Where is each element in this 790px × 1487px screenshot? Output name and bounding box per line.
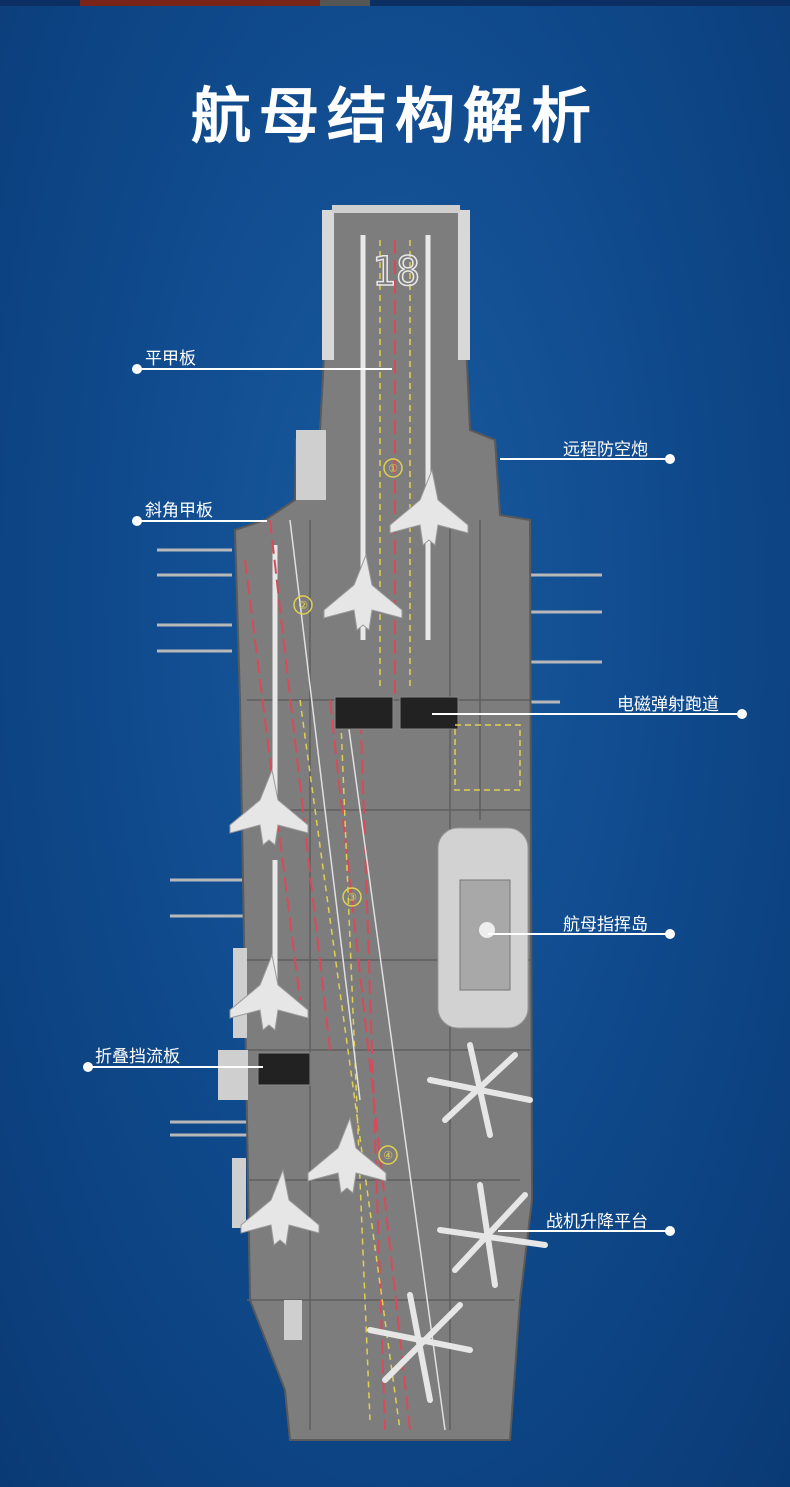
callout-line: [137, 520, 267, 522]
callout-dot: [132, 364, 142, 374]
callout-dot: [132, 516, 142, 526]
callout-label: 航母指挥岛: [563, 915, 648, 935]
spot-marker: ④: [383, 1149, 393, 1162]
callout-label: 电磁弹射跑道: [617, 695, 719, 715]
spot-marker: ③: [347, 891, 357, 904]
callout-label: 斜角甲板: [145, 501, 213, 521]
callout-dot: [737, 709, 747, 719]
helicopters: [367, 1042, 548, 1403]
callout-line: [137, 368, 392, 370]
spot-marker: ②: [298, 599, 308, 612]
callout-label: 平甲板: [145, 349, 196, 369]
page-title: 航母结构解析: [191, 82, 599, 152]
callout-label: 战机升降平台: [546, 1212, 648, 1232]
callout-label: 远程防空炮: [563, 440, 648, 460]
deck-number: 18: [372, 249, 420, 295]
fighter-jets: [229, 468, 469, 1246]
callout-label: 折叠挡流板: [95, 1047, 180, 1067]
side-guns: [157, 548, 602, 1137]
callout-line: [498, 1230, 670, 1232]
callout-line: [488, 933, 670, 935]
callout-dot: [665, 1226, 675, 1236]
blast-deflector: [257, 1052, 311, 1086]
callout-line: [88, 1066, 263, 1068]
callout-dot: [83, 1062, 93, 1072]
command-island: [437, 827, 529, 1029]
callout-line: [432, 713, 742, 715]
top-strip: [0, 0, 790, 6]
callout-dot: [665, 454, 675, 464]
callout-dot: [665, 929, 675, 939]
blast-deflector: [334, 696, 394, 730]
callout-line: [500, 458, 670, 460]
spot-marker: ①: [388, 462, 398, 475]
